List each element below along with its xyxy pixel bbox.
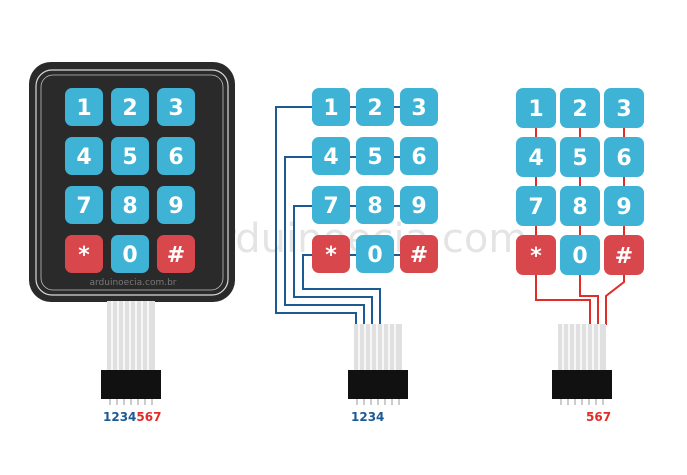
right-key-3-0 xyxy=(516,235,556,275)
left-key-label: 5 xyxy=(122,145,137,170)
middle-key-label: 8 xyxy=(367,194,382,219)
ribbon-cable-left xyxy=(107,301,155,371)
left-key-3-2 xyxy=(157,235,195,273)
left-key-3-1 xyxy=(111,235,149,273)
left-key-label: * xyxy=(78,243,90,268)
pin-label-right: 567 xyxy=(586,410,611,424)
pin-label-left-cols: 567 xyxy=(136,410,161,424)
middle-key-label: 7 xyxy=(323,194,338,219)
keys-right: 1 2 3 4 5 6 7 8 9 * 0 # xyxy=(516,88,644,275)
right-key-label: 1 xyxy=(528,97,543,122)
right-key-2-0 xyxy=(516,186,556,226)
middle-key-1-2 xyxy=(400,137,438,175)
middle-key-1-1 xyxy=(356,137,394,175)
middle-key-0-0 xyxy=(312,88,350,126)
pin-label-left: 1234567 xyxy=(103,410,161,424)
right-key-label: 5 xyxy=(572,146,587,171)
right-key-label: * xyxy=(530,244,542,269)
keys-left: 1 2 3 4 5 6 7 8 9 * 0 # xyxy=(65,88,195,273)
right-key-label: 8 xyxy=(572,195,587,220)
left-key-2-2 xyxy=(157,186,195,224)
right-key-2-2 xyxy=(604,186,644,226)
middle-key-3-2 xyxy=(400,235,438,273)
left-key-label: 1 xyxy=(76,96,91,121)
right-key-label: 2 xyxy=(572,97,587,122)
middle-key-label: 1 xyxy=(323,96,338,121)
left-key-2-1 xyxy=(111,186,149,224)
left-key-1-0 xyxy=(65,137,103,175)
right-key-label: 0 xyxy=(572,244,587,269)
keys-middle: 1 2 3 4 5 6 7 8 9 * 0 # xyxy=(312,88,438,273)
right-key-1-2 xyxy=(604,137,644,177)
middle-key-label: 9 xyxy=(411,194,426,219)
right-key-label: 9 xyxy=(616,195,631,220)
right-key-2-1 xyxy=(560,186,600,226)
right-key-label: # xyxy=(615,244,633,269)
left-key-label: 2 xyxy=(122,96,137,121)
left-key-1-2 xyxy=(157,137,195,175)
pin-label-middle: 1234 xyxy=(351,410,384,424)
middle-key-label: 5 xyxy=(367,145,382,170)
left-key-0-2 xyxy=(157,88,195,126)
connector-left xyxy=(101,370,161,399)
right-key-1-1 xyxy=(560,137,600,177)
keypad-border-outer xyxy=(35,69,229,296)
left-key-label: 7 xyxy=(76,194,91,219)
left-key-label: # xyxy=(167,243,185,268)
column-wires xyxy=(535,272,625,325)
middle-key-2-2 xyxy=(400,186,438,224)
right-key-label: 7 xyxy=(528,195,543,220)
middle-key-label: 4 xyxy=(323,145,338,170)
right-key-3-1 xyxy=(560,235,600,275)
keypad-watermark: arduinoecia.com.br xyxy=(89,278,176,288)
middle-key-label: 2 xyxy=(367,96,382,121)
left-key-0-0 xyxy=(65,88,103,126)
right-key-1-0 xyxy=(516,137,556,177)
middle-key-label: # xyxy=(410,243,428,268)
middle-key-label: * xyxy=(325,243,337,268)
left-key-label: 8 xyxy=(122,194,137,219)
pin-label-left-rows: 1234 xyxy=(103,410,136,424)
right-key-0-2 xyxy=(604,88,644,128)
middle-key-label: 3 xyxy=(411,96,426,121)
left-key-0-1 xyxy=(111,88,149,126)
left-key-1-1 xyxy=(111,137,149,175)
left-key-label: 0 xyxy=(122,243,137,268)
ribbon-cable-middle xyxy=(354,324,402,371)
middle-key-2-0 xyxy=(312,186,350,224)
keypad-border-inner xyxy=(40,74,224,291)
left-key-label: 6 xyxy=(168,145,183,170)
right-key-0-0 xyxy=(516,88,556,128)
left-key-label: 9 xyxy=(168,194,183,219)
right-key-label: 4 xyxy=(528,146,543,171)
middle-key-0-1 xyxy=(356,88,394,126)
row-wires xyxy=(275,106,381,325)
right-key-label: 3 xyxy=(616,97,631,122)
left-key-2-0 xyxy=(65,186,103,224)
left-key-3-0 xyxy=(65,235,103,273)
middle-key-label: 0 xyxy=(367,243,382,268)
ribbon-cable-right xyxy=(558,324,606,371)
right-key-0-1 xyxy=(560,88,600,128)
middle-key-3-1 xyxy=(356,235,394,273)
left-key-label: 4 xyxy=(76,145,91,170)
middle-key-2-1 xyxy=(356,186,394,224)
connector-middle xyxy=(348,370,408,399)
middle-key-1-0 xyxy=(312,137,350,175)
middle-key-label: 6 xyxy=(411,145,426,170)
right-key-3-2 xyxy=(604,235,644,275)
connector-right xyxy=(552,370,612,399)
left-key-label: 3 xyxy=(168,96,183,121)
middle-key-3-0 xyxy=(312,235,350,273)
right-key-label: 6 xyxy=(616,146,631,171)
middle-key-0-2 xyxy=(400,88,438,126)
